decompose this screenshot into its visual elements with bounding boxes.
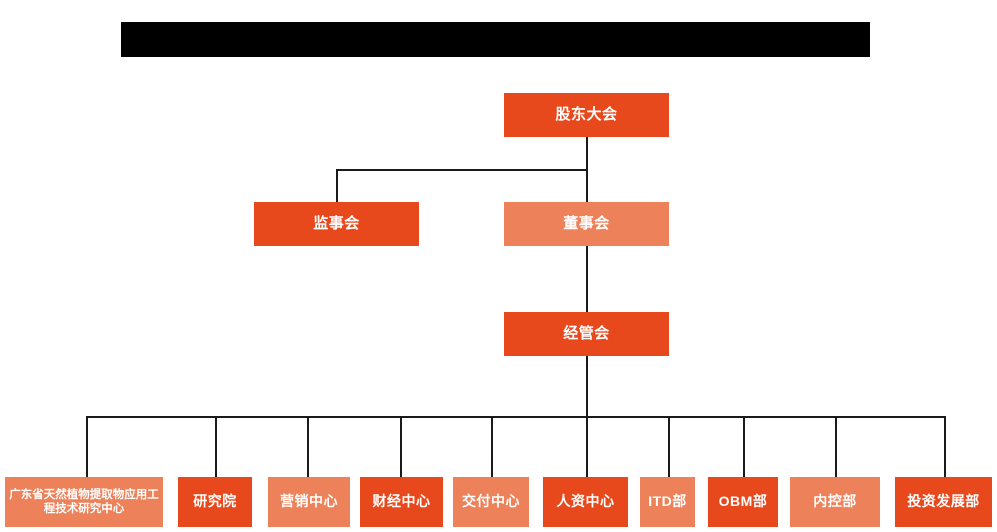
org-node-label-internal-ctl: 内控部 (813, 493, 857, 510)
connector-supervisors-up-stem (336, 169, 338, 202)
org-node-itd[interactable]: ITD部 (640, 477, 695, 527)
connector-stem-investment (944, 416, 946, 477)
redacted-title-banner (121, 22, 870, 57)
org-node-label-itd: ITD部 (648, 493, 687, 510)
org-node-label-supervisors: 监事会 (313, 214, 360, 232)
org-node-label-finance: 财经中心 (372, 493, 431, 510)
org-node-label-directors: 董事会 (563, 214, 610, 232)
connector-management-down-stem (586, 356, 588, 417)
org-node-label-shareholders: 股东大会 (555, 105, 618, 123)
org-node-label-obm: OBM部 (718, 493, 768, 510)
org-node-rnd-center[interactable]: 广东省天然植物提取物应用工程技术研究中心 (5, 477, 163, 527)
connector-stem-hr (586, 416, 588, 477)
org-node-label-investment: 投资发展部 (907, 493, 980, 510)
connector-stem-marketing (307, 416, 309, 477)
org-node-investment[interactable]: 投资发展部 (895, 477, 992, 527)
org-node-hr[interactable]: 人资中心 (543, 477, 628, 527)
connector-stem-itd (668, 416, 670, 477)
connector-stem-finance (400, 416, 402, 477)
connector-stem-rnd-center (86, 416, 88, 477)
org-node-supervisors[interactable]: 监事会 (254, 202, 419, 246)
connector-directors-to-management-stem (586, 246, 588, 312)
connector-stem-internal-ctl (835, 416, 837, 477)
org-node-label-hr: 人资中心 (556, 493, 615, 510)
org-node-directors[interactable]: 董事会 (504, 202, 669, 246)
org-node-finance[interactable]: 财经中心 (360, 477, 443, 527)
org-node-delivery[interactable]: 交付中心 (453, 477, 529, 527)
org-node-shareholders[interactable]: 股东大会 (504, 93, 669, 137)
org-node-internal-ctl[interactable]: 内控部 (790, 477, 880, 527)
connector-shareholders-branch-bus (336, 169, 587, 171)
org-node-label-delivery: 交付中心 (462, 493, 520, 510)
connector-directors-up-stem (586, 169, 588, 202)
org-node-label-management: 经管会 (563, 324, 610, 342)
connector-departments-bus (86, 416, 945, 418)
org-node-label-institute: 研究院 (193, 493, 237, 510)
org-node-marketing[interactable]: 营销中心 (268, 477, 350, 527)
org-node-label-rnd-center: 广东省天然植物提取物应用工程技术研究中心 (9, 488, 159, 515)
org-node-label-marketing: 营销中心 (280, 493, 338, 510)
org-node-management[interactable]: 经管会 (504, 312, 669, 356)
org-node-institute[interactable]: 研究院 (178, 477, 252, 527)
connector-stem-institute (215, 416, 217, 477)
connector-stem-obm (743, 416, 745, 477)
connector-stem-delivery (491, 416, 493, 477)
org-node-obm[interactable]: OBM部 (708, 477, 778, 527)
